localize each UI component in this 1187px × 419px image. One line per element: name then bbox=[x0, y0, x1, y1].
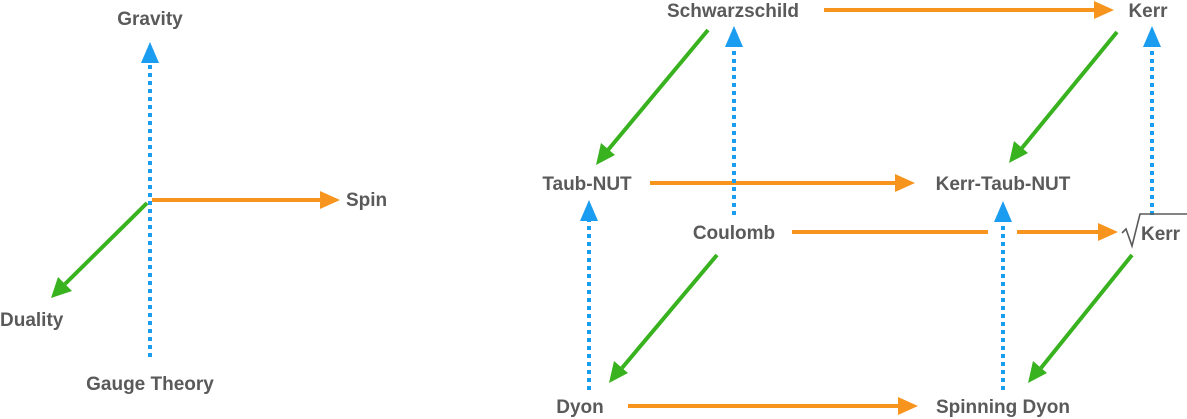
node-taub-nut: Taub-NUT bbox=[542, 174, 632, 195]
arrow-schwarzschild-to-taubnut bbox=[606, 28, 710, 152]
spin-axis-arrowhead bbox=[320, 191, 340, 209]
arrowhead-kerr-to-kerrtaubnut bbox=[1009, 141, 1028, 163]
arrowhead-sqrtkerr-to-spinningdyon bbox=[1028, 361, 1047, 383]
arrow-coulomb-to-dyon bbox=[620, 253, 719, 370]
node-spinning-dyon: Spinning Dyon bbox=[936, 397, 1070, 418]
arrowhead-spinningdyon-to-kerrtaubnut bbox=[994, 201, 1012, 222]
node-sqrt-kerr: Kerr bbox=[1121, 213, 1187, 249]
node-kerr-taub-nut: Kerr-Taub-NUT bbox=[936, 174, 1071, 195]
arrowhead-dyon-to-taubnut bbox=[580, 200, 598, 221]
arrowhead-dyon-to-spinningdyon bbox=[898, 397, 918, 415]
axes-legend: Gravity Spin Duality Gauge Theory bbox=[0, 9, 387, 395]
arrowhead-schwarzschild-to-taubnut bbox=[596, 143, 615, 165]
duality-axis-label: Duality bbox=[0, 310, 64, 331]
node-kerr: Kerr bbox=[1128, 1, 1168, 22]
arrowhead-coulomb-to-dyon bbox=[609, 361, 628, 383]
solution-cube: Schwarzschild Kerr Taub-NUT Kerr-Taub-NU… bbox=[542, 1, 1187, 418]
arrowhead-coulomb-to-schwarzschild bbox=[725, 26, 743, 47]
arrowhead-schwarzschild-to-kerr bbox=[1094, 1, 1114, 19]
arrowhead-taubnut-to-kerrtaubnut bbox=[895, 174, 915, 192]
duality-axis-arrowhead bbox=[51, 277, 72, 298]
node-sqrt-kerr-label: Kerr bbox=[1141, 224, 1181, 245]
node-dyon: Dyon bbox=[556, 397, 604, 418]
gravity-axis-label: Gravity bbox=[117, 9, 183, 30]
gauge-theory-axis-label: Gauge Theory bbox=[86, 374, 214, 395]
node-coulomb: Coulomb bbox=[693, 223, 775, 244]
arrowhead-sqrtkerr-to-kerr bbox=[1143, 26, 1161, 47]
spin-axis-label: Spin bbox=[346, 190, 387, 211]
duality-axis-arrow bbox=[63, 201, 149, 286]
square-root-symbol bbox=[1121, 213, 1187, 249]
node-schwarzschild: Schwarzschild bbox=[667, 1, 799, 22]
arrow-sqrtkerr-to-spinningdyon bbox=[1039, 253, 1134, 370]
arrow-kerr-to-kerrtaubnut bbox=[1020, 30, 1119, 150]
arrowhead-coulomb-to-sqrtkerr bbox=[1098, 223, 1118, 241]
gravity-axis-arrowhead bbox=[141, 42, 159, 63]
